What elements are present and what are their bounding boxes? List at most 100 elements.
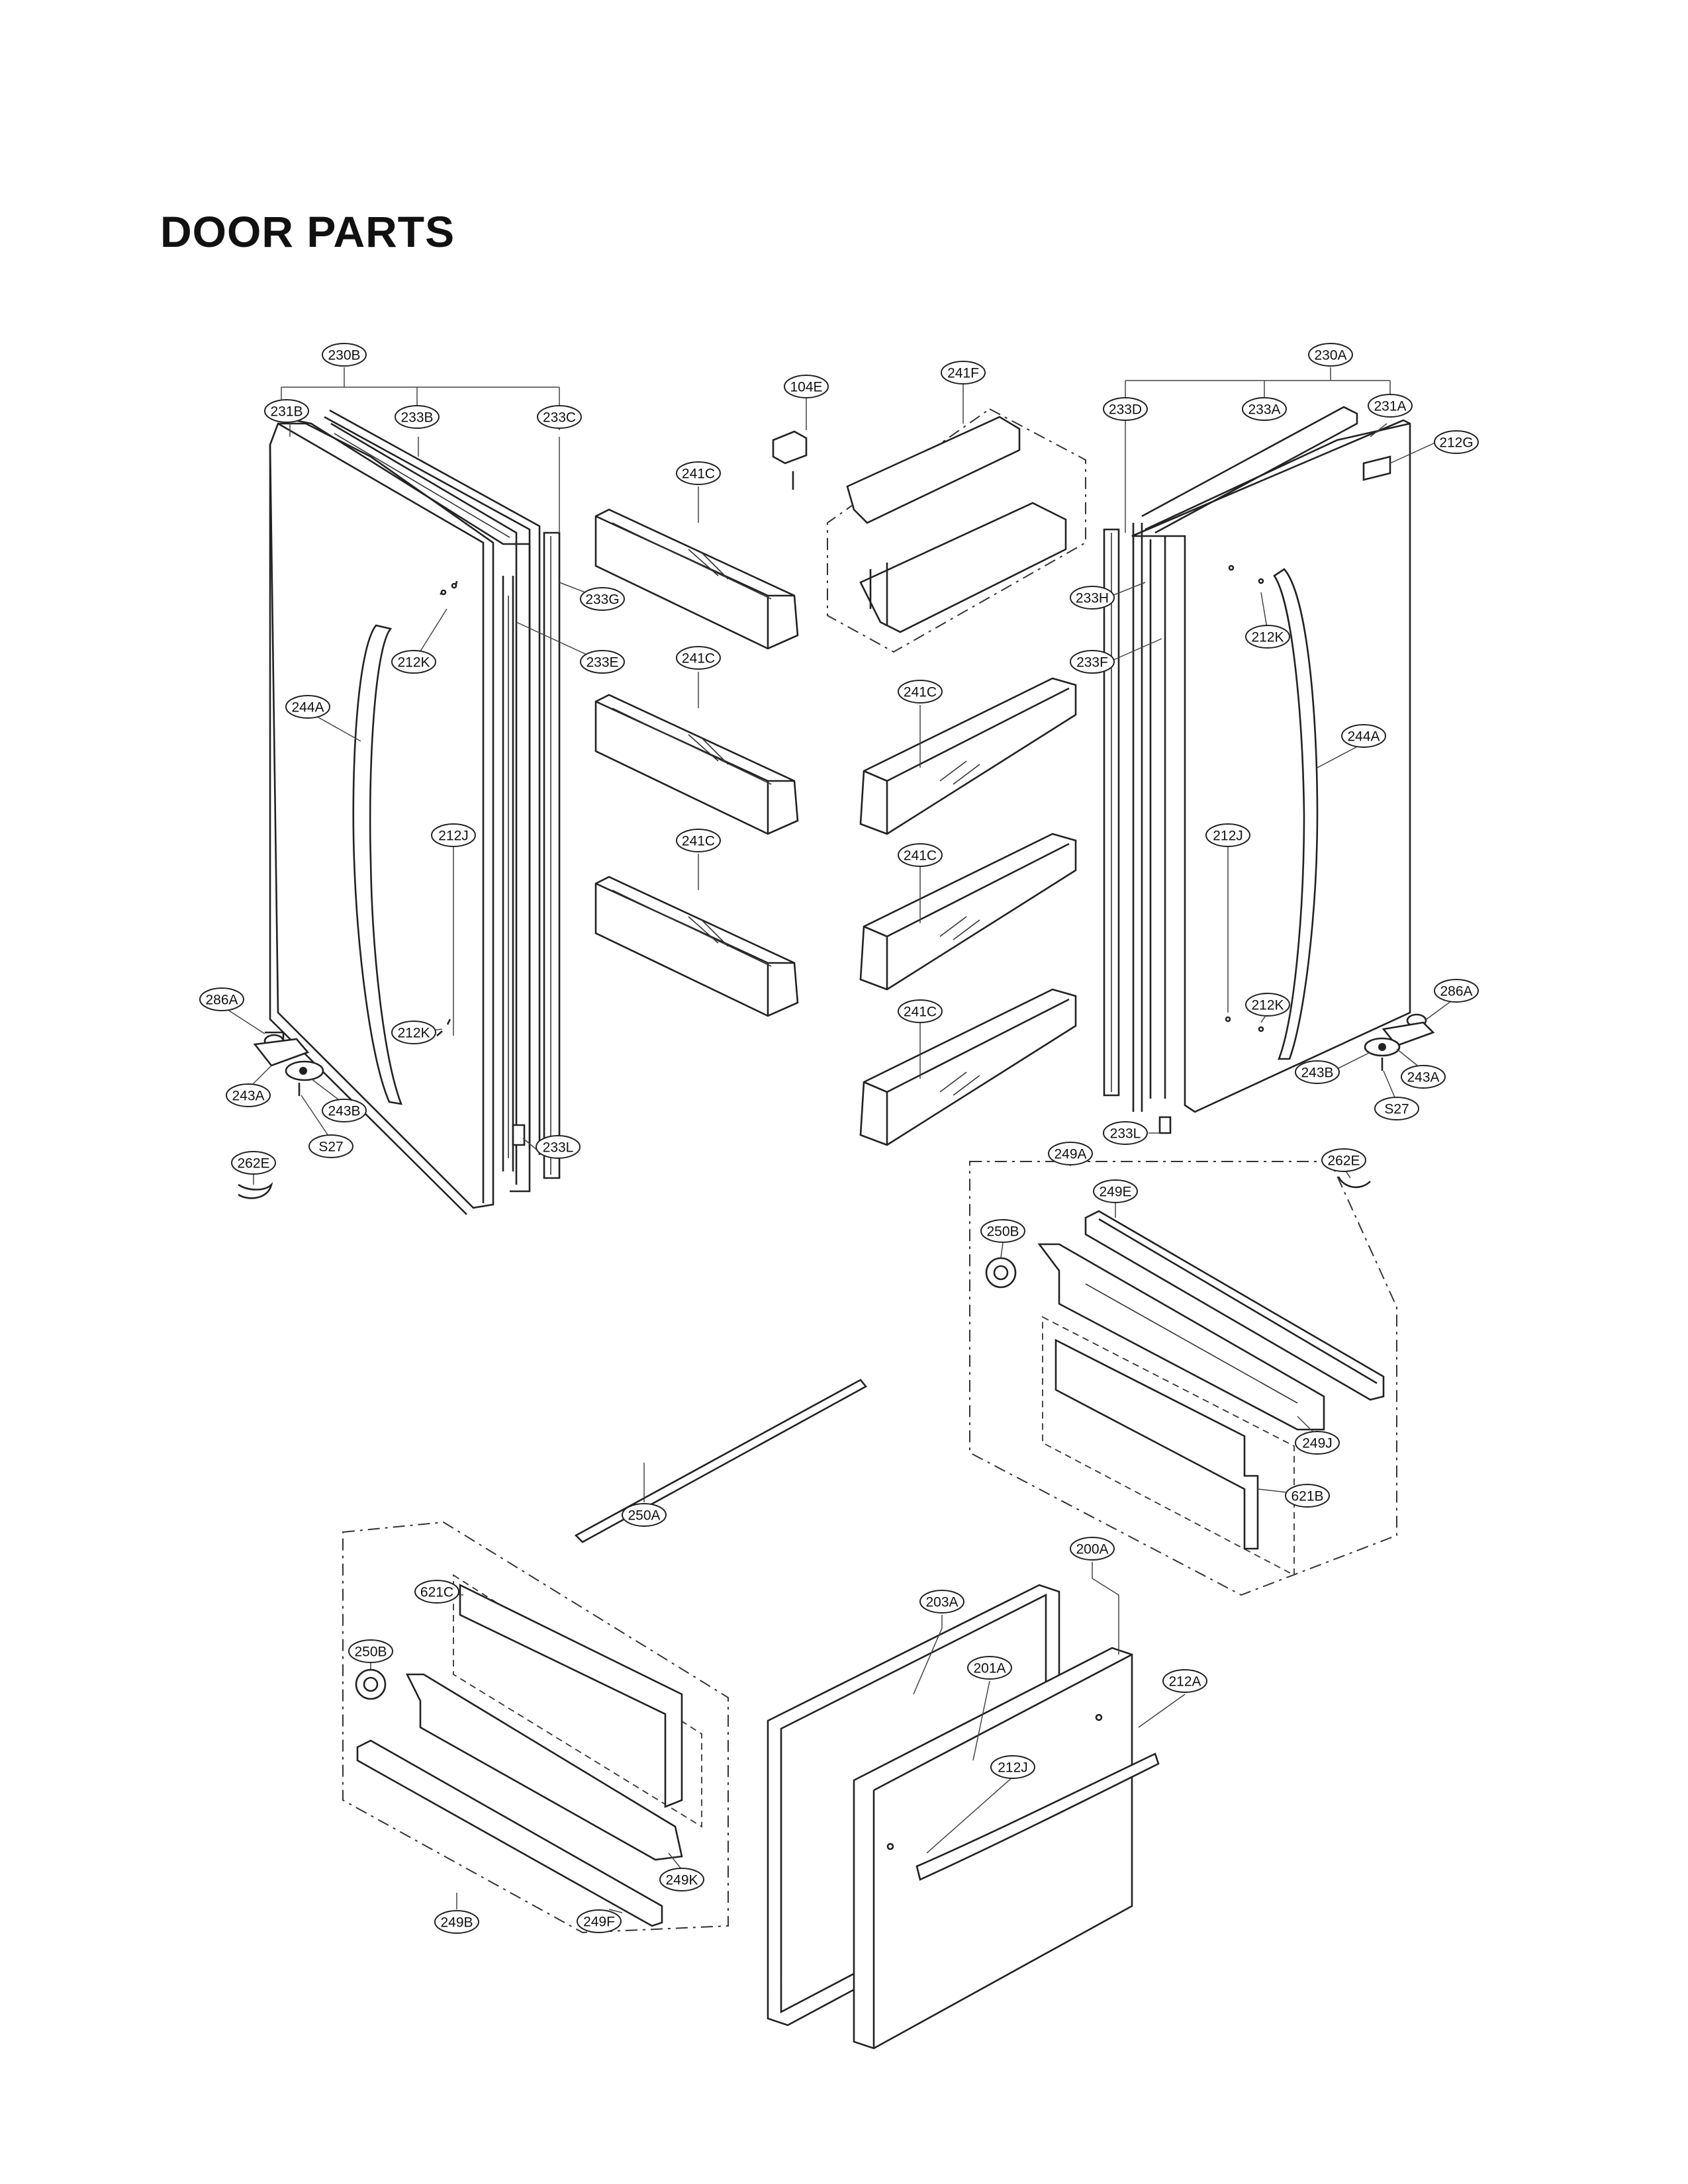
bin-left-3 [594, 876, 799, 1017]
part-label-bubble [1245, 993, 1290, 1017]
part-label-bubble [391, 650, 436, 674]
part-label-text: S27 [318, 1140, 343, 1155]
part-label-text: 250A [628, 1508, 660, 1524]
part-label-244a: 244A [1341, 724, 1386, 748]
part-label-text: 243B [1301, 1066, 1333, 1081]
part-label-bubble [1368, 394, 1413, 418]
part-label-201a: 201A [967, 1656, 1012, 1680]
dairy-bin-assembly [827, 408, 1086, 653]
part-label-text: 233L [543, 1140, 574, 1156]
part-label-200a: 200A [1070, 1537, 1115, 1561]
part-label-250b: 250B [348, 1639, 393, 1663]
part-label-text: 233F [1076, 655, 1108, 670]
part-label-text: 212K [1251, 630, 1284, 645]
part-label-text: 212J [998, 1760, 1028, 1776]
part-label-text: 212K [397, 655, 430, 670]
part-label-249e: 249E [1093, 1179, 1138, 1203]
bin-left-1 [594, 508, 799, 650]
part-label-243a: 243A [226, 1083, 271, 1107]
part-label-text: 621B [1291, 1489, 1323, 1504]
part-label-233c: 233C [537, 405, 582, 429]
part-label-212k: 212K [391, 1021, 436, 1044]
part-label-bubble [1070, 586, 1115, 610]
part-label-bubble [990, 1755, 1035, 1779]
part-label-bubble [1103, 397, 1148, 421]
part-label-231b: 231B [264, 399, 309, 423]
part-label-bubble [659, 1868, 704, 1891]
part-label-233l: 233L [536, 1135, 581, 1159]
part-label-text: 212A [1168, 1674, 1201, 1690]
part-label-621c: 621C [414, 1580, 459, 1604]
part-label-text: 241C [682, 651, 715, 666]
part-label-bubble [1401, 1065, 1446, 1089]
part-label-bubble [537, 405, 582, 429]
part-label-bubble [1103, 1121, 1148, 1145]
page-title: DOOR PARTS [160, 207, 455, 256]
part-label-bubble [967, 1656, 1012, 1680]
part-label-bubble [580, 587, 625, 611]
part-label-text: 233B [400, 410, 433, 426]
part-label-text: 241C [682, 467, 715, 482]
part-label-bubble [1242, 397, 1287, 421]
part-label-text: 233A [1248, 402, 1280, 418]
part-label-212k: 212K [1245, 625, 1290, 649]
part-label-212k: 212K [1245, 993, 1290, 1017]
part-label-bubble [308, 1134, 353, 1158]
part-label-text: 212K [397, 1026, 430, 1041]
part-label-text: 241F [947, 366, 979, 381]
part-label-text: 212K [1251, 998, 1284, 1013]
rail-assembly-249b [342, 1521, 729, 1934]
part-label-text: 201A [973, 1661, 1006, 1676]
part-label-bubble [941, 361, 986, 385]
part-label-230a: 230A [1308, 343, 1353, 367]
part-label-text: 249J [1302, 1436, 1333, 1451]
part-label-text: 241C [904, 1005, 937, 1020]
part-label-bubble [1434, 979, 1479, 1003]
part-label-s27: S27 [1374, 1097, 1419, 1120]
part-label-bubble [898, 680, 943, 704]
part-label-249k: 249K [659, 1868, 704, 1891]
part-label-text: 233E [586, 655, 618, 670]
part-label-bubble [348, 1639, 393, 1663]
part-label-bubble [577, 1909, 622, 1933]
part-label-text: 241C [904, 685, 937, 700]
part-label-bubble [1341, 724, 1386, 748]
part-label-212j: 212J [431, 823, 476, 847]
part-label-bubble [395, 405, 440, 429]
part-label-text: 243B [328, 1104, 360, 1119]
part-label-bubble [898, 999, 943, 1023]
door-bins [594, 508, 1077, 1146]
part-label-text: 233G [585, 592, 619, 608]
part-label-text: 231A [1374, 399, 1406, 414]
part-label-233b: 233B [395, 405, 440, 429]
part-label-212g: 212G [1434, 430, 1479, 454]
part-label-text: 241C [904, 848, 937, 864]
part-label-text: 249E [1099, 1185, 1131, 1200]
part-label-250a: 250A [622, 1503, 667, 1527]
part-label-bubble [226, 1083, 271, 1107]
part-label-bubble [231, 1151, 276, 1175]
part-label-bubble [1245, 625, 1290, 649]
part-label-bubble [1374, 1097, 1419, 1120]
bin-right-3 [859, 988, 1077, 1146]
rail-assembly-249a [969, 1161, 1397, 1596]
part-label-262e: 262E [1321, 1148, 1366, 1172]
part-label-243b: 243B [322, 1099, 367, 1122]
part-label-text: 212J [1213, 829, 1243, 844]
part-label-text: 262E [237, 1156, 269, 1171]
part-label-bubble [676, 461, 721, 485]
part-label-249f: 249F [577, 1909, 622, 1933]
part-label-text: 249K [665, 1873, 698, 1888]
part-label-text: 212J [438, 829, 469, 844]
part-label-bubble [391, 1021, 436, 1044]
part-label-bubble [676, 646, 721, 670]
part-label-bubble [1048, 1142, 1093, 1165]
part-label-233d: 233D [1103, 397, 1148, 421]
part-label-241c: 241C [676, 829, 721, 852]
bin-right-2 [859, 833, 1077, 991]
part-label-bubble [264, 399, 309, 423]
part-label-243a: 243A [1401, 1065, 1446, 1089]
part-label-286a: 286A [1434, 979, 1479, 1003]
